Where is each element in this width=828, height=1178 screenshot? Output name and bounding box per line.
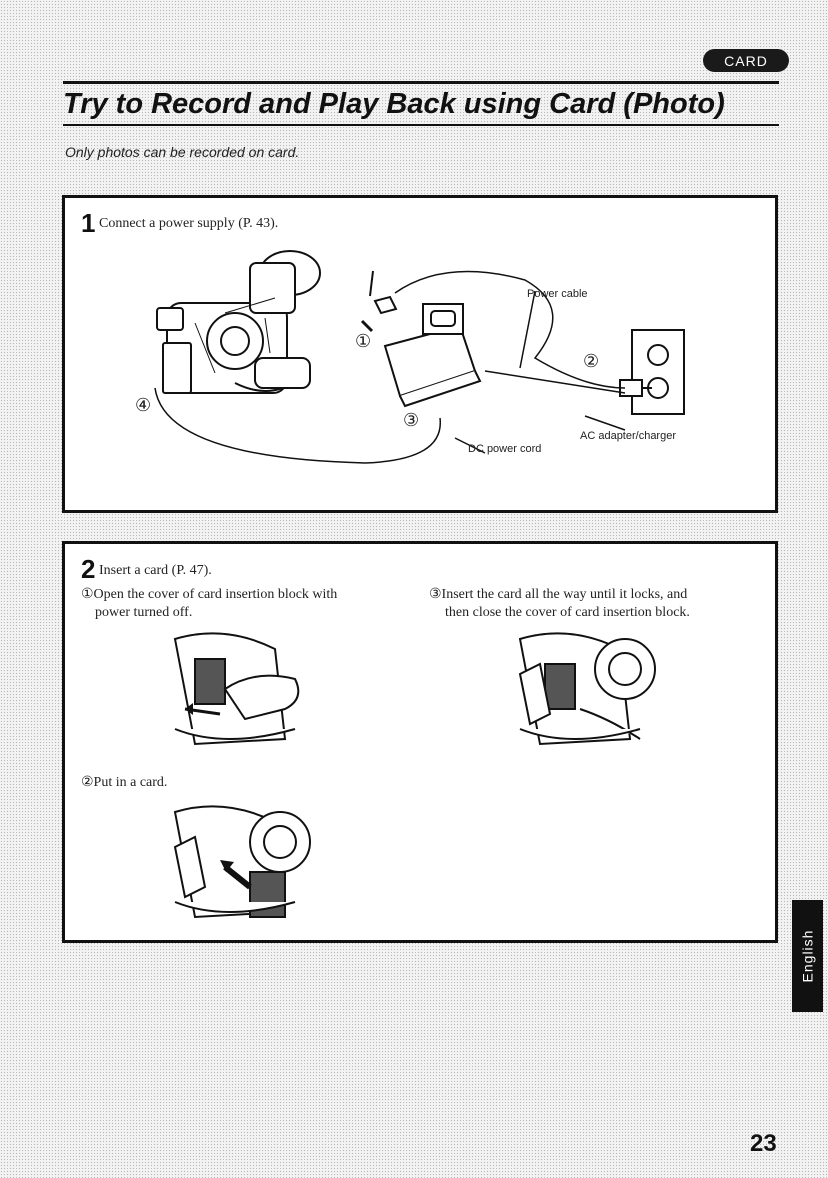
put-in-card-illustration — [173, 805, 311, 919]
insert-card-lock-illustration — [518, 632, 656, 746]
step-2-instruction: Insert a card (P. 47). — [99, 563, 212, 578]
page-subtitle: Only photos can be recorded on card. — [65, 144, 300, 160]
substep-3-line-1: ③Insert the card all the way until it lo… — [429, 587, 688, 602]
step-2-number: 2 — [81, 554, 96, 584]
substep-1-line-1: ①Open the cover of card insertion block … — [81, 587, 338, 602]
substep-3-line-2: then close the cover of card insertion b… — [445, 605, 690, 620]
power-cables — [154, 270, 626, 464]
title-rule-bottom — [63, 124, 779, 126]
step-2-panel: 2 Insert a card (P. 47). ①Open the cover… — [62, 541, 778, 943]
substep-1-line-2: power turned off. — [95, 605, 193, 620]
page-number: 23 — [750, 1130, 777, 1157]
ac-adapter-illustration — [360, 270, 482, 408]
step-1-number: 1 — [81, 208, 96, 238]
power-cable-label: Power cable — [527, 288, 588, 300]
ac-adapter-label: AC adapter/charger — [580, 430, 676, 442]
step-1-panel: 1 Connect a power supply (P. 43). — [62, 195, 778, 513]
marker-2: ② — [583, 351, 600, 371]
dc-power-cord-label: DC power cord — [468, 443, 542, 455]
language-side-tab: English — [792, 900, 823, 1012]
marker-4: ④ — [135, 395, 152, 415]
marker-1: ① — [355, 331, 372, 351]
camcorder-illustration — [156, 250, 321, 394]
card-mode-badge: CARD — [703, 49, 789, 72]
marker-3: ③ — [403, 410, 420, 430]
substep-2: ②Put in a card. — [81, 775, 168, 790]
language-label: English — [799, 929, 816, 983]
open-cover-illustration — [173, 632, 300, 746]
step-1-instruction: Connect a power supply (P. 43). — [99, 216, 279, 231]
title-rule-top — [63, 81, 779, 84]
page-title: Try to Record and Play Back using Card (… — [63, 88, 725, 120]
